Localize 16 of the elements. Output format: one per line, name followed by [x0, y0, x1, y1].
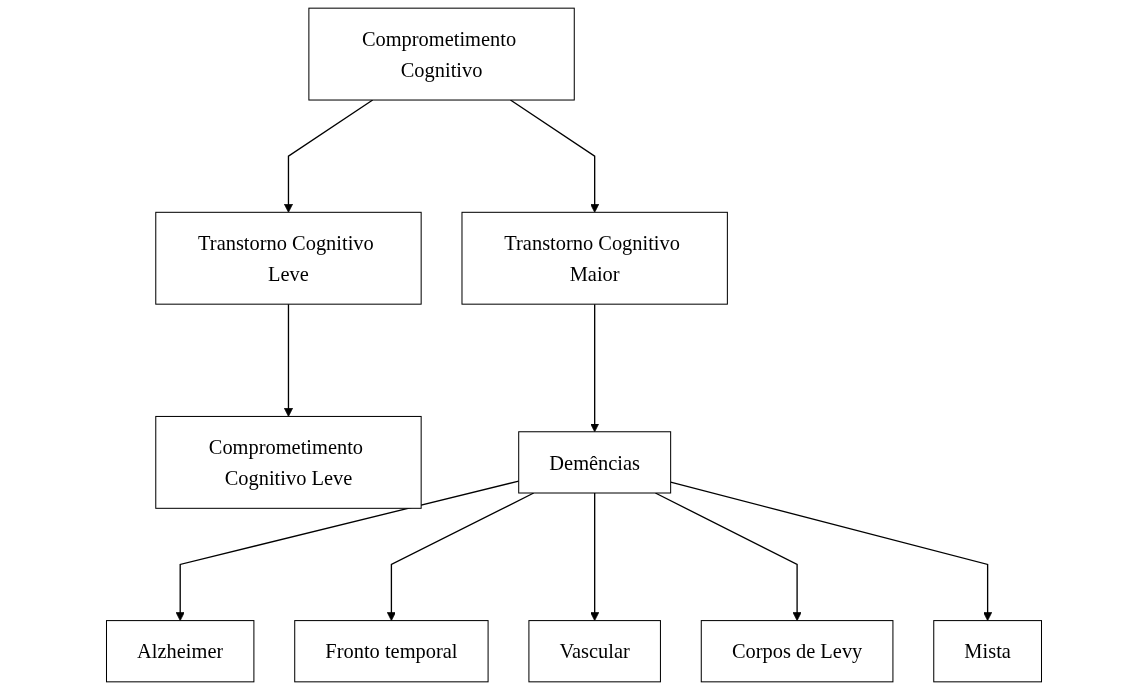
node-box: Transtorno Cognitivo Leve [155, 211, 422, 305]
node-box: Vascular [528, 620, 661, 683]
node-box: Fronto temporal [294, 620, 489, 683]
node-box: Demências [518, 431, 672, 494]
arrow [670, 481, 993, 621]
node-box: Transtorno Cognitivo Maior [461, 211, 728, 305]
node-box: Comprometimento Cognitivo Leve [155, 415, 422, 509]
arrow [509, 99, 600, 213]
node-box: Mista [933, 620, 1042, 683]
node-box: Corpos de Levy [700, 620, 894, 683]
node-box: Comprometimento Cognitivo [308, 7, 575, 101]
arrow [590, 492, 600, 621]
node-box: Alzheimer [106, 620, 255, 683]
arrow [283, 99, 374, 213]
arrow [283, 303, 293, 417]
arrow [590, 303, 600, 433]
